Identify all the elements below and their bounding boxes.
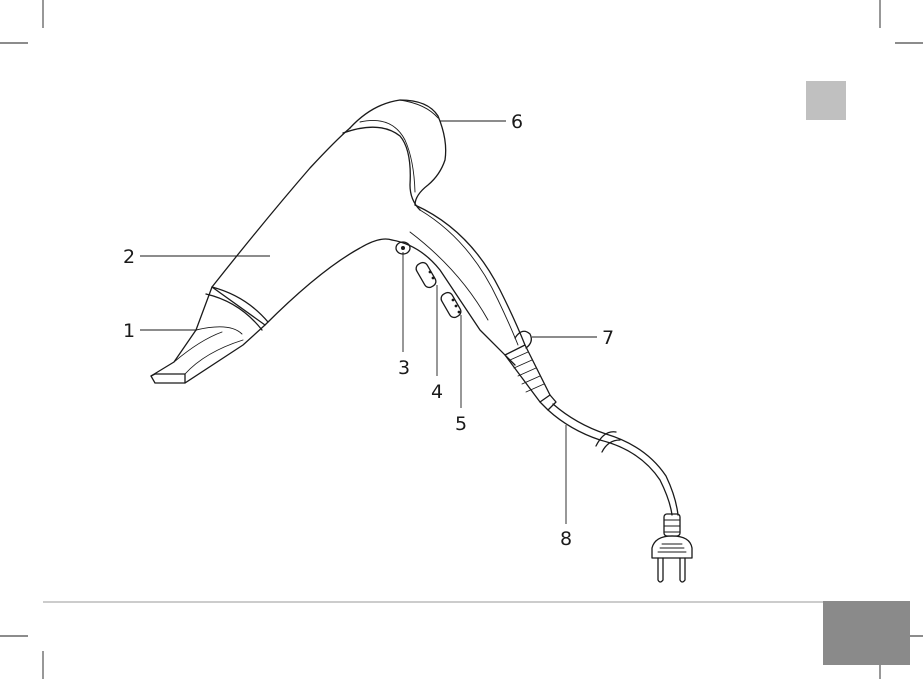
dryer-body xyxy=(206,128,392,330)
cord-strain-relief xyxy=(505,345,556,410)
callout-1: 1 xyxy=(123,320,135,342)
callout-3: 3 xyxy=(398,357,410,379)
callout-8: 8 xyxy=(560,528,572,550)
callout-6: 6 xyxy=(511,111,523,133)
callout-5: 5 xyxy=(455,413,467,435)
language-tab xyxy=(806,81,846,120)
rear-filter-cap xyxy=(343,100,446,210)
callout-7: 7 xyxy=(602,327,614,349)
speed-switch xyxy=(439,291,462,320)
power-cord xyxy=(548,404,678,515)
page-number-tab xyxy=(823,601,910,665)
concentrator-nozzle xyxy=(151,287,265,383)
power-plug xyxy=(652,514,692,582)
heat-switch xyxy=(414,261,437,290)
callout-4: 4 xyxy=(431,381,443,403)
dryer-handle xyxy=(392,205,525,365)
callout-2: 2 xyxy=(123,246,135,268)
callouts: 1 2 3 4 5 6 7 8 xyxy=(123,111,614,550)
